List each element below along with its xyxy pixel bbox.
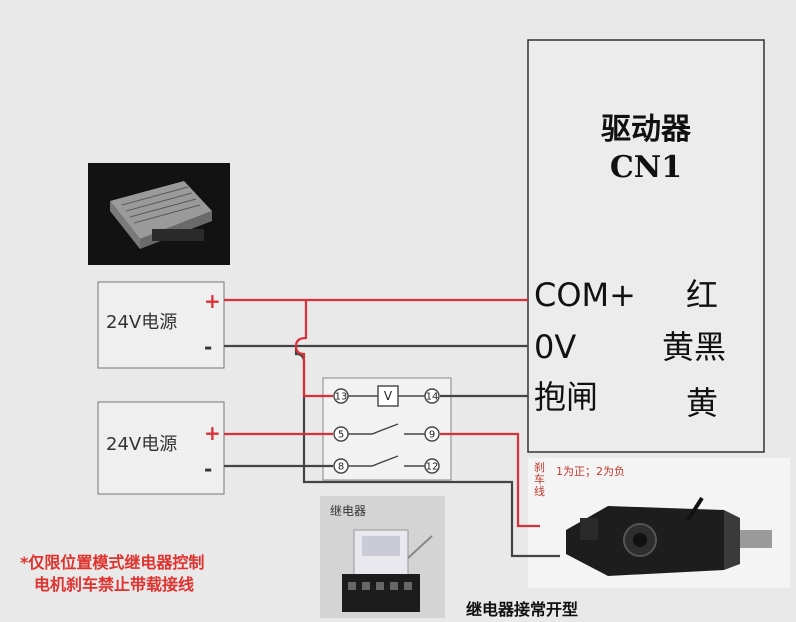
psu-box-2 <box>97 401 225 495</box>
driver-box <box>527 39 765 453</box>
psu-box-1 <box>97 281 225 369</box>
wire-positive-to-relay13 <box>294 300 333 398</box>
relay-contact-1 <box>348 423 425 435</box>
warning-line-1: *仅限位置模式继电器控制 <box>20 553 205 572</box>
driver-title: 驱动器 <box>601 112 691 147</box>
psu-label: 24V电源 <box>106 312 178 333</box>
brake-polarity-note: 1为正；2为负 <box>556 465 625 478</box>
relay-coil <box>377 385 399 407</box>
relay-type-caption: 继电器接常开型 <box>466 600 579 619</box>
servo-motor-photo <box>528 458 790 588</box>
signal-color-brake: 黄 <box>686 384 719 422</box>
power-supply-photo <box>88 163 230 265</box>
terminal-label: 14 <box>426 392 439 403</box>
signal-color-0v: 黄黑 <box>662 328 727 366</box>
terminal-label: 5 <box>338 430 344 441</box>
wire-relay9-brake <box>440 432 540 528</box>
psu-positive-mark: + <box>204 421 221 445</box>
brake-wire-label: 刹车线 <box>534 461 545 498</box>
terminal-label: 8 <box>338 462 344 473</box>
relay-photo-label: 继电器 <box>330 504 367 518</box>
signal-color-com: 红 <box>686 276 719 314</box>
relay-coil-label: V <box>384 389 393 403</box>
signal-name-com: COM+ <box>534 276 636 314</box>
driver-connector: CN1 <box>609 150 683 185</box>
signal-name-brake: 抱闸 <box>534 378 599 416</box>
psu-label: 24V电源 <box>106 434 178 455</box>
terminal-label: 12 <box>426 462 439 473</box>
psu-negative-mark: - <box>204 335 213 359</box>
signal-name-0v: 0V <box>534 328 577 366</box>
psu-negative-mark: - <box>204 457 213 481</box>
psu-positive-mark: + <box>204 289 221 313</box>
warning-line-2: 电机刹车禁止带载接线 <box>34 575 195 594</box>
terminal-label: 13 <box>335 392 348 403</box>
relay-contact-2 <box>348 455 425 467</box>
terminal-label: 9 <box>429 430 435 441</box>
relay-photo <box>320 496 445 618</box>
